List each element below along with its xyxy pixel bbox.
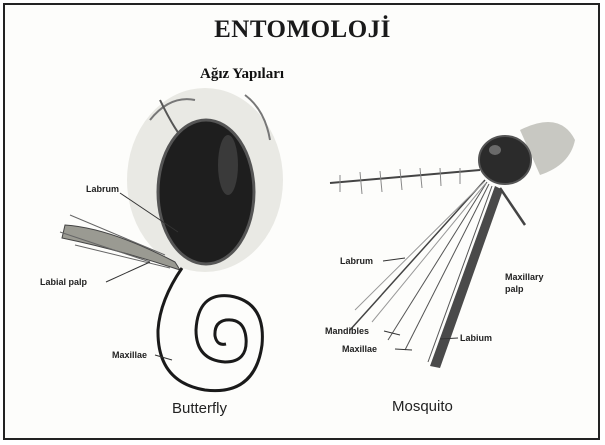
butterfly-label-labial-palp: Labial palp bbox=[40, 277, 87, 287]
mosquito-label-labrum: Labrum bbox=[340, 256, 373, 266]
mosquito-label-maxillae: Maxillae bbox=[342, 344, 377, 354]
mosquito-eye-highlight bbox=[489, 145, 501, 155]
butterfly-caption: Butterfly bbox=[172, 400, 227, 417]
mosquito-antenna bbox=[330, 170, 480, 183]
butterfly-label-labrum: Labrum bbox=[86, 184, 119, 194]
mosquito-label-maxillary-palp-line1: Maxillary bbox=[505, 272, 544, 282]
mosquito-label-labium: Labium bbox=[460, 333, 492, 343]
mosquito-compound-eye bbox=[479, 136, 531, 184]
mosquito-labrum-stylet bbox=[350, 180, 485, 330]
mosquito-label-maxillary-palp-line2: palp bbox=[505, 284, 524, 294]
mosquito-caption: Mosquito bbox=[392, 398, 453, 415]
butterfly-label-maxillae: Maxillae bbox=[112, 350, 147, 360]
mosquito-label-mandibles: Mandibles bbox=[325, 326, 369, 336]
mosquito-maxillae-pointer bbox=[395, 349, 412, 350]
mosquito-labrum-pointer bbox=[383, 258, 405, 261]
mosquito-maxillary-palp bbox=[500, 188, 525, 225]
